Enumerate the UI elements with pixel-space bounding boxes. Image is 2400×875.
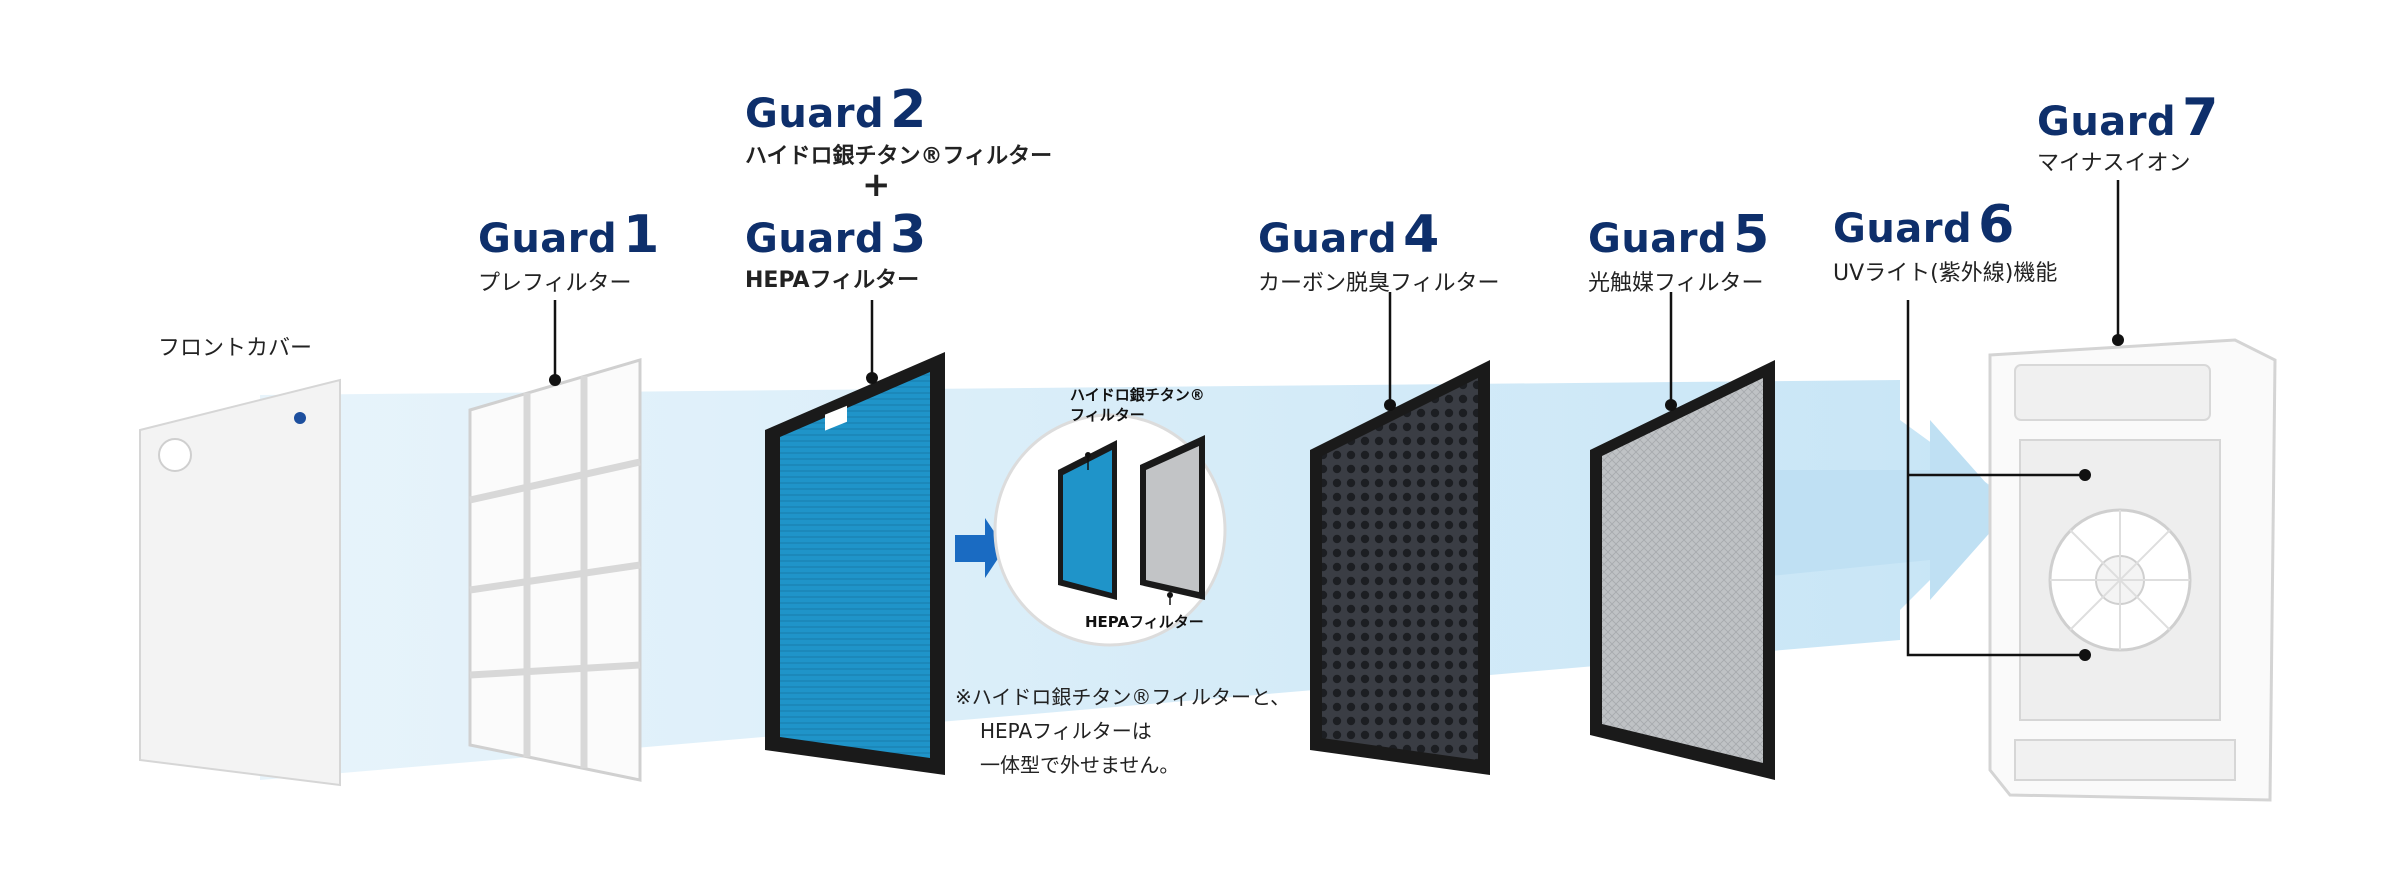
carbon-filter-panel: [1310, 360, 1490, 775]
guard-5-desc: 光触媒フィルター: [1588, 271, 1764, 296]
leader-lines: [553, 180, 2120, 657]
flow-arrow: [1730, 420, 2010, 600]
plus-sign: +: [862, 165, 891, 205]
purifier-unit: [1988, 338, 2277, 802]
guard-2-desc: ハイドロ銀チタン®フィルター: [745, 144, 1053, 169]
transition-arrow: [955, 518, 1005, 578]
guard-1-desc: プレフィルター: [478, 271, 632, 296]
leader-dots: [549, 334, 2124, 661]
inset-circle: [993, 413, 1227, 647]
guard-7-desc: マイナスイオン: [2037, 151, 2191, 176]
front-cover-panel: [139, 378, 341, 787]
pre-filter-panel: [468, 357, 642, 782]
hepa-filter-panel: [765, 352, 945, 775]
guard-3-desc: HEPAフィルター: [745, 268, 920, 293]
inset-top-label: ハイドロ銀チタン® フィルター: [1070, 386, 1205, 424]
photocatalyst-filter-panel: [1590, 360, 1775, 780]
guard-4-desc: カーボン脱臭フィルター: [1258, 271, 1500, 296]
guard-6-desc: UVライト(紫外線)機能: [1833, 261, 2058, 286]
inset-bottom-label: HEPAフィルター: [1085, 613, 1204, 631]
front-cover-label: フロントカバー: [158, 336, 313, 361]
integration-note: ※ハイドロ銀チタン®フィルターと、 HEPAフィルターは 一体型で外せません。: [955, 685, 1291, 777]
